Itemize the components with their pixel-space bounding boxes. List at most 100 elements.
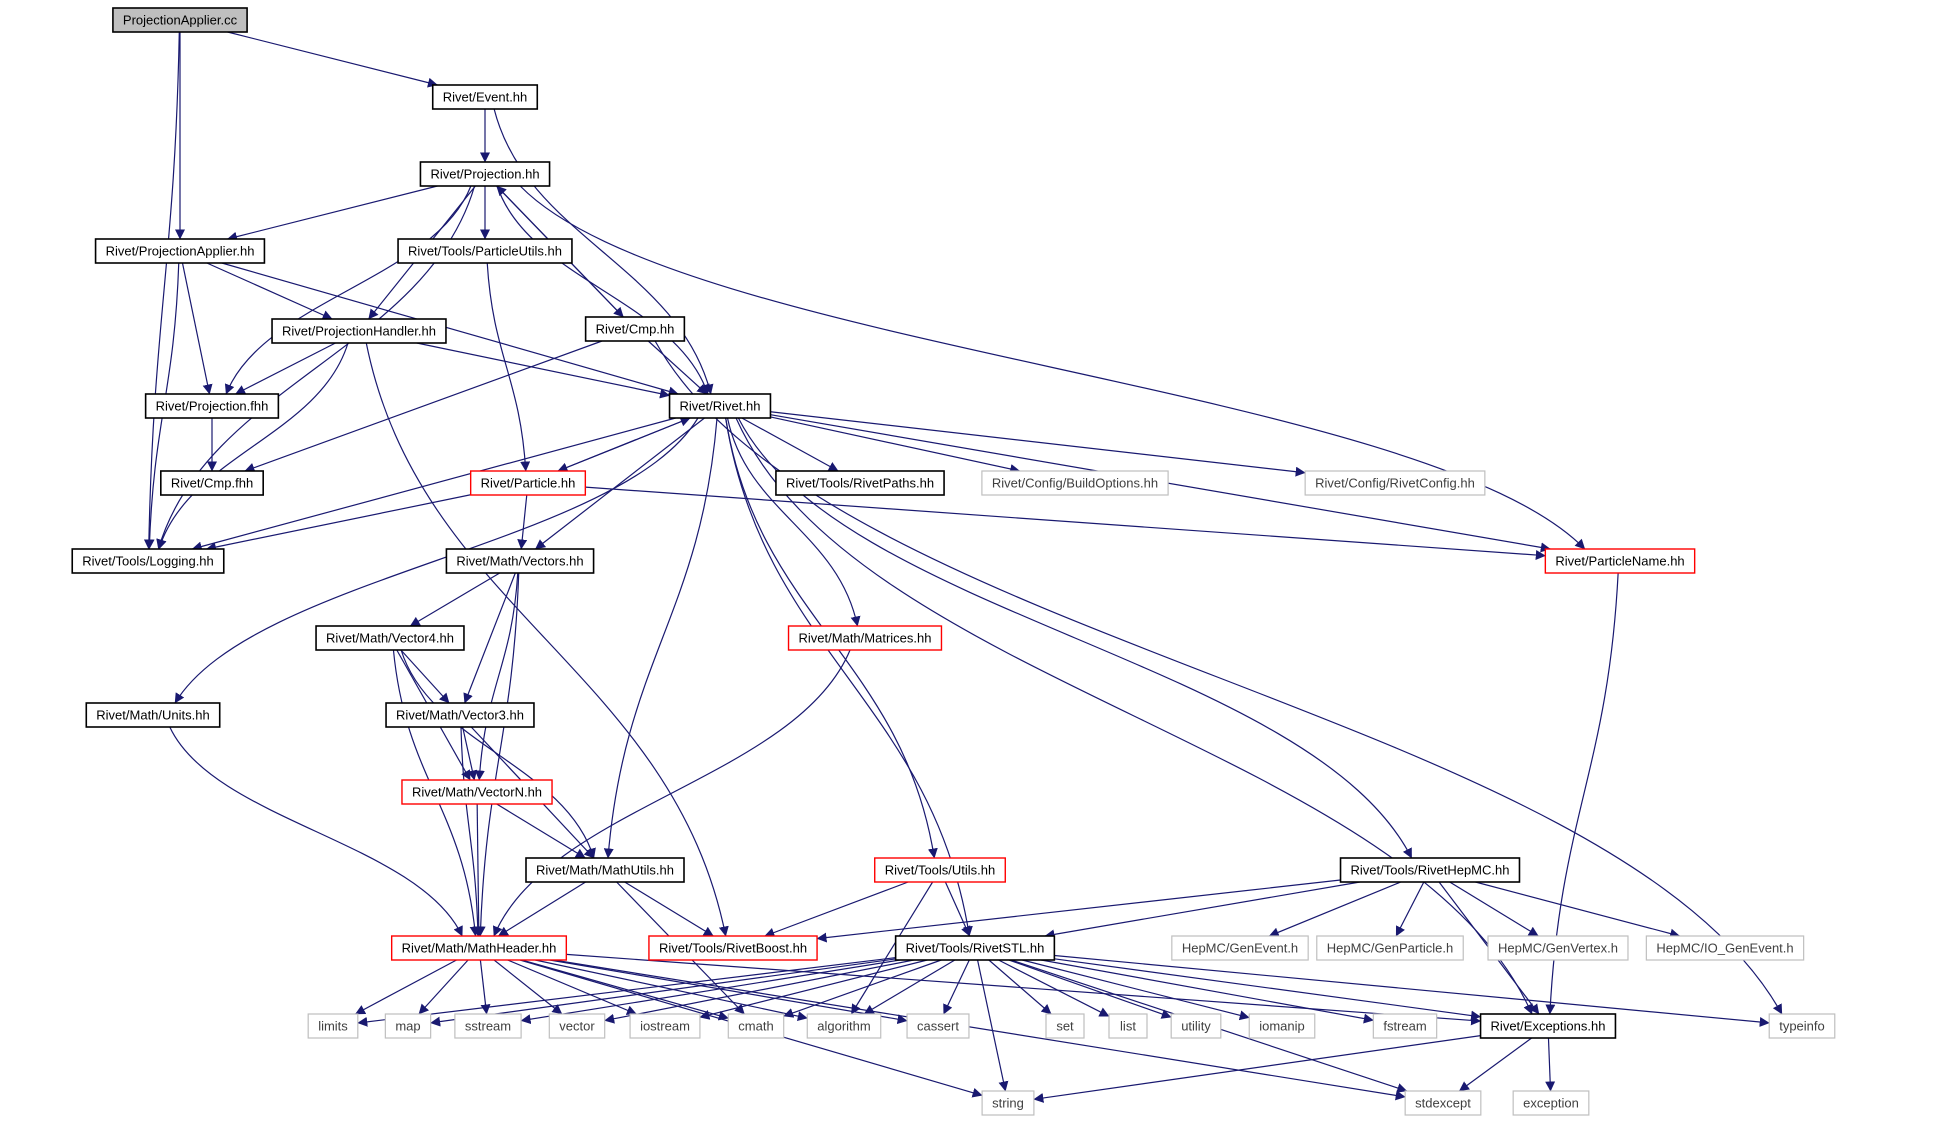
edge-vector4-to-vector3 (400, 649, 450, 704)
node-utility: utility (1170, 1013, 1222, 1039)
node-label: Rivet/Exceptions.hh (1491, 1019, 1606, 1034)
node-box (727, 1013, 785, 1039)
edge-projhandler-to-rivetboost (365, 342, 729, 937)
node-vector3: Rivet/Math/Vector3.hh (385, 702, 535, 728)
edge-rivet-to-matrices (726, 417, 861, 627)
edge-particleutils-to-particle (486, 262, 531, 472)
node-mathheader: Rivet/Math/MathHeader.hh (390, 935, 568, 961)
node-box (1304, 470, 1486, 496)
node-list: list (1108, 1013, 1148, 1039)
edge-particle-to-rivet (557, 416, 691, 472)
node-exceptions: Rivet/Exceptions.hh (1479, 1013, 1617, 1039)
edge-utils-to-rivetstl (944, 881, 971, 937)
edge-vectors-to-mathheader (475, 572, 520, 937)
node-stdexcept: stdexcept (1404, 1090, 1482, 1116)
node-box (775, 470, 945, 496)
edge-rivetstl-to-typeinfo (1054, 954, 1770, 1027)
edge-mathheader-to-cassert (549, 959, 908, 1025)
edge-projhandler-to-projfhh (235, 342, 336, 395)
node-vectors: Rivet/Math/Vectors.hh (445, 548, 595, 574)
node-box (454, 1013, 522, 1039)
node-box (981, 1090, 1035, 1116)
edge-projhandler-to-logging (157, 342, 349, 550)
edge-rivet-to-buildoptions (770, 416, 1021, 474)
node-iostream: iostream (629, 1013, 701, 1039)
node-label: Rivet/Tools/RivetBoost.hh (659, 941, 807, 956)
node-label: Rivet/Math/Matrices.hh (799, 631, 932, 646)
node-box (397, 238, 573, 264)
node-label: Rivet/ParticleName.hh (1555, 554, 1684, 569)
edge-cmp-to-typeinfo (654, 340, 1783, 1015)
node-label: cmath (738, 1019, 773, 1034)
node-label: HepMC/GenVertex.h (1498, 941, 1618, 956)
node-box (548, 1013, 606, 1039)
node-box (629, 1013, 701, 1039)
edge-rivet-to-logging (191, 417, 676, 552)
node-box (1768, 1013, 1836, 1039)
node-box (271, 318, 447, 344)
edge-projection-to-projapplier (227, 185, 438, 242)
edge-vectorn-to-mathutils (496, 803, 586, 859)
edge-rivetstl-to-sstream (520, 959, 901, 1025)
node-rivetconfig: Rivet/Config/RivetConfig.hh (1304, 470, 1486, 496)
node-utils: Rivet/Tools/Utils.hh (874, 857, 1006, 883)
node-box (71, 548, 225, 574)
node-vector: vector (548, 1013, 606, 1039)
edge-rivet-to-vectors (535, 417, 705, 550)
node-box (1479, 1013, 1617, 1039)
node-box (385, 702, 535, 728)
edge-projection-to-projfhh (224, 185, 472, 395)
edge-event-to-rivet (493, 108, 714, 395)
node-exception: exception (1512, 1090, 1590, 1116)
edge-rivetstl-to-set (988, 959, 1052, 1015)
node-label: iomanip (1259, 1019, 1305, 1034)
node-label: cassert (917, 1019, 959, 1034)
node-label: sstream (465, 1019, 511, 1034)
node-box (315, 625, 465, 651)
node-particle: Rivet/Particle.hh (469, 470, 587, 496)
node-box (307, 1013, 359, 1039)
node-box (525, 857, 685, 883)
node-rivet: Rivet/Rivet.hh (668, 393, 772, 419)
node-label: utility (1181, 1019, 1211, 1034)
node-set: set (1045, 1013, 1085, 1039)
node-label: Rivet/Event.hh (443, 90, 528, 105)
node-logging: Rivet/Tools/Logging.hh (71, 548, 225, 574)
node-box (390, 935, 568, 961)
edge-vector3-to-mathheader (460, 726, 483, 937)
edge-rivetstl-to-utility (1008, 959, 1172, 1019)
edge-rivethepmc-to-iogenevent (1475, 881, 1681, 939)
node-box (94, 238, 266, 264)
node-box (894, 935, 1056, 961)
edge-utils-to-rivetboost (764, 881, 909, 938)
edge-vectors-to-vector4 (409, 572, 501, 627)
node-fstream: fstream (1372, 1013, 1438, 1039)
edge-rivetstl-to-exceptions (1054, 958, 1482, 1021)
node-box (668, 393, 772, 419)
edge-rivet-to-rivetpaths (741, 417, 839, 472)
node-label: stdexcept (1415, 1096, 1471, 1111)
node-box (1645, 935, 1805, 961)
node-box (445, 548, 595, 574)
node-label: Rivet/Particle.hh (481, 476, 576, 491)
edge-exceptions-to-string (1033, 1035, 1481, 1103)
node-box (1512, 1090, 1590, 1116)
node-label: Rivet/Tools/Utils.hh (885, 863, 996, 878)
node-label: list (1120, 1019, 1136, 1034)
edge-particle-to-particlename (585, 486, 1546, 560)
edge-rivethepmc-to-genparticle (1395, 881, 1425, 937)
node-rivethepmc: Rivet/Tools/RivetHepMC.hh (1339, 857, 1521, 883)
node-box (384, 1013, 432, 1039)
node-string: string (981, 1090, 1035, 1116)
edge-rivetstl-to-cassert (943, 959, 970, 1015)
node-projhandler: Rivet/ProjectionHandler.hh (271, 318, 447, 344)
edge-root-to-logging (143, 31, 180, 550)
node-rivetstl: Rivet/Tools/RivetSTL.hh (894, 935, 1056, 961)
node-genvertex: HepMC/GenVertex.h (1487, 935, 1629, 961)
node-cassert: cassert (906, 1013, 970, 1039)
node-projapplier: Rivet/ProjectionApplier.hh (94, 238, 266, 264)
node-label: Rivet/Cmp.fhh (171, 476, 253, 491)
node-units: Rivet/Math/Units.hh (85, 702, 221, 728)
node-box (1487, 935, 1629, 961)
